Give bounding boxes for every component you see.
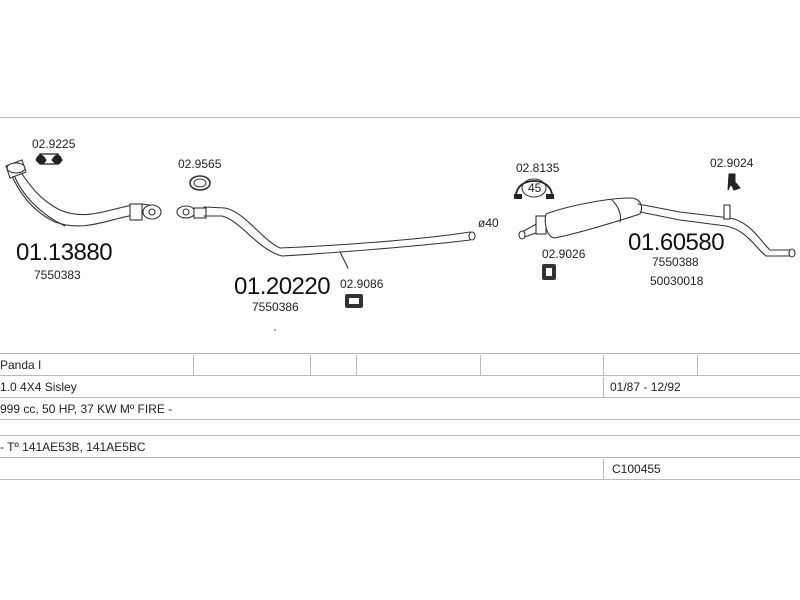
rear-hanger-number: 02.9024	[710, 156, 754, 170]
gasket-icon	[35, 153, 63, 165]
dot-marker	[274, 329, 276, 331]
front-gasket-number: 02.9225	[32, 137, 76, 151]
mid-pipe-number: 01.20220	[234, 273, 330, 300]
front-pipe-oe: 7550383	[34, 268, 81, 282]
table-top-line	[0, 353, 800, 354]
col-divider	[603, 355, 604, 375]
rear-silencer	[518, 197, 796, 258]
col-divider	[697, 355, 698, 375]
col-divider	[356, 355, 357, 375]
col-divider	[603, 459, 604, 479]
front-pipe-number: 01.13880	[16, 239, 112, 266]
rear-mount-number: 02.9026	[542, 247, 586, 261]
rear-silencer-oe1: 7550388	[652, 255, 699, 269]
mid-mount-number: 02.9086	[340, 277, 384, 291]
rear-mount-icon	[542, 264, 556, 280]
pipe-diameter: ø40	[478, 216, 499, 230]
rubber-mount-icon	[345, 294, 363, 308]
table-row-catalog: C100455	[0, 459, 800, 480]
clamp-icon: 45	[514, 178, 554, 199]
production-dates: 01/87 - 12/92	[610, 380, 681, 394]
ring-icon	[189, 175, 211, 191]
mid-pipe-oe: 7550386	[252, 300, 299, 314]
clamp-size: 45	[528, 181, 542, 195]
mid-ring-number: 02.9565	[178, 157, 222, 171]
catalog-code: C100455	[612, 462, 661, 476]
col-divider	[480, 355, 481, 375]
table-row-variant: 1.0 4X4 Sisley 01/87 - 12/92	[0, 377, 800, 398]
model-name: Panda I	[0, 358, 42, 372]
exhaust-diagram: 02.9225 01.13880 7550383 02.9565 02.9086…	[5, 137, 796, 331]
hanger-icon	[727, 173, 741, 191]
engine-spec: 999 cc, 50 HP, 37 KW Mº FIRE -	[0, 402, 173, 416]
col-divider	[310, 355, 311, 375]
engine-codes: - Tº 141AE53B, 141AE5BC	[0, 440, 146, 454]
table-row-engine: 999 cc, 50 HP, 37 KW Mº FIRE -	[0, 399, 800, 420]
rear-silencer-number: 01.60580	[628, 229, 724, 256]
rear-clamp-number: 02.8135	[516, 161, 560, 175]
rear-silencer-oe2: 50030018	[650, 274, 704, 288]
middle-pipe	[176, 205, 476, 269]
col-divider	[193, 355, 194, 375]
top-frame-line	[0, 117, 800, 118]
col-divider	[603, 377, 604, 397]
table-row-model: Panda I	[0, 355, 800, 376]
variant-name: 1.0 4X4 Sisley	[0, 380, 77, 394]
front-pipe	[5, 159, 162, 227]
table-row-blank	[0, 421, 800, 436]
table-row-codes: - Tº 141AE53B, 141AE5BC	[0, 437, 800, 458]
